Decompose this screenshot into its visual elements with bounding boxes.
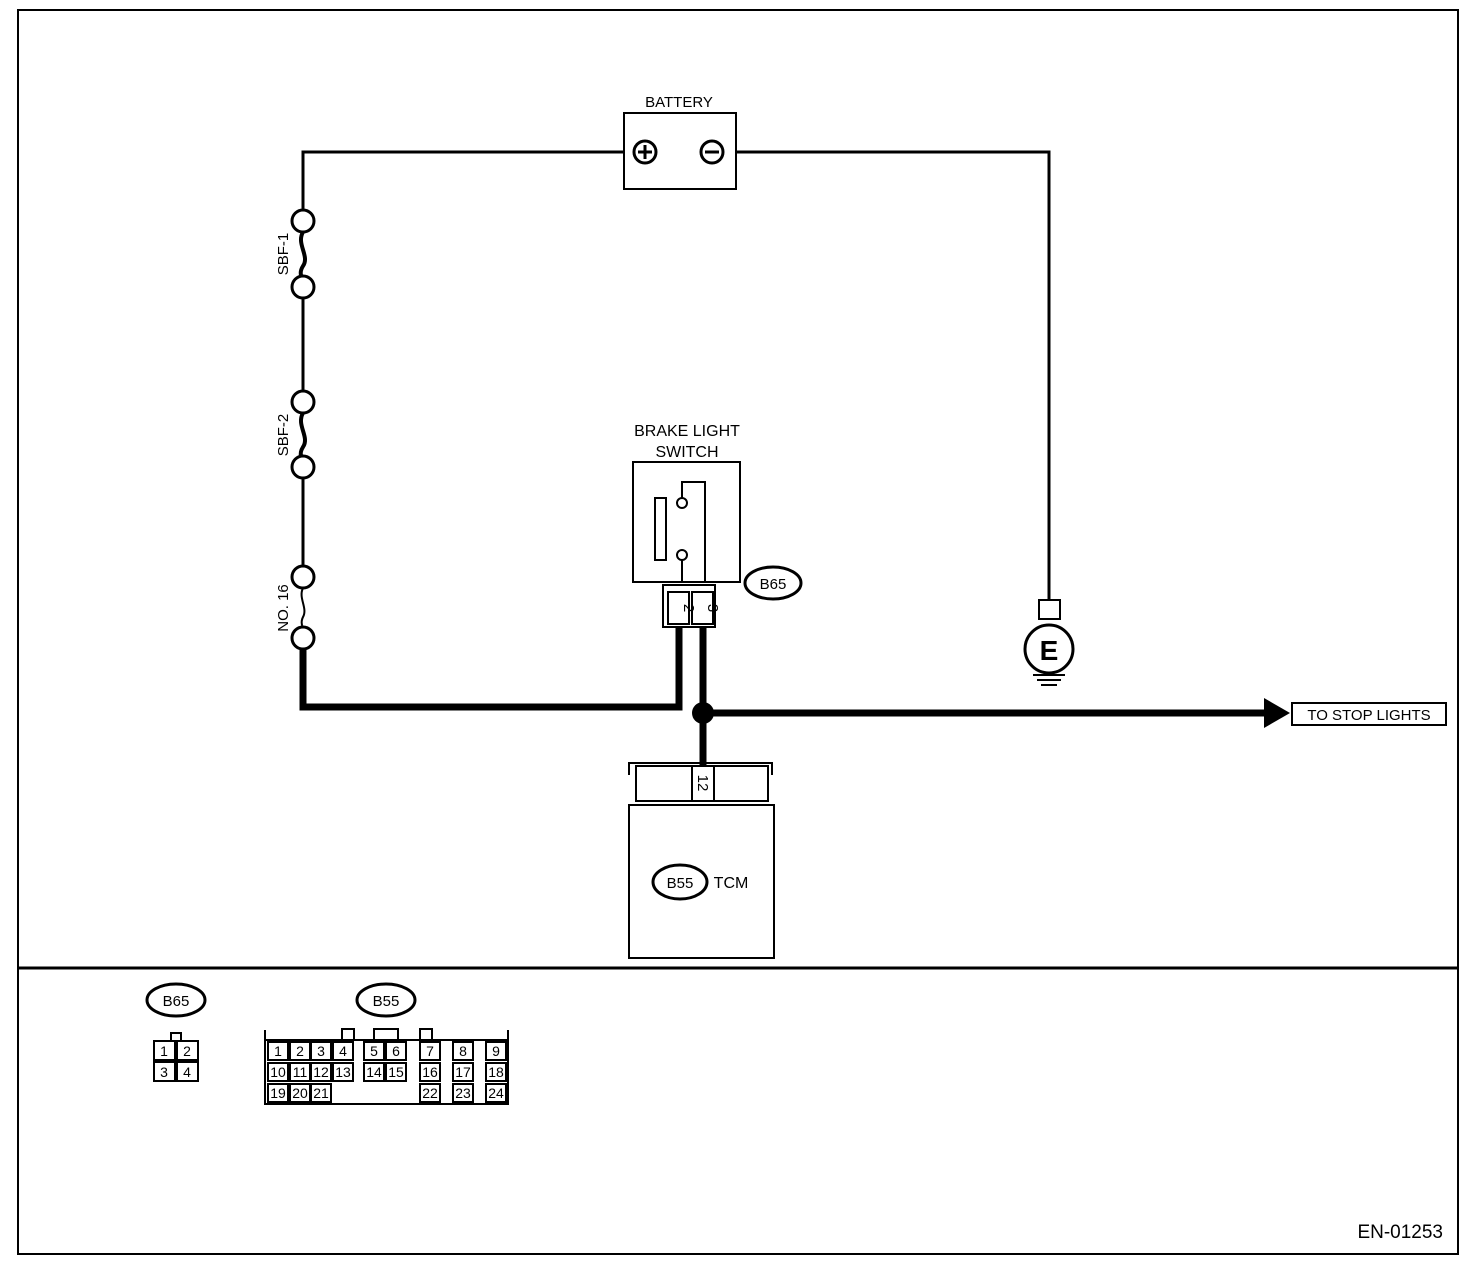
ground-label: E bbox=[1040, 635, 1059, 666]
b55-pin-cell bbox=[310, 1083, 332, 1103]
b55-pin-cell bbox=[419, 1062, 441, 1082]
b55-pin-cell bbox=[485, 1062, 507, 1082]
b55-pin-cell bbox=[267, 1083, 289, 1103]
svg-text:3: 3 bbox=[704, 604, 721, 612]
b55-pin-label: 24 bbox=[488, 1085, 504, 1101]
b55-pin-label: 1 bbox=[274, 1043, 282, 1059]
b55-pin-cell bbox=[332, 1041, 354, 1061]
b55-pin-cell bbox=[267, 1062, 289, 1082]
tcm-connector-badge bbox=[651, 863, 709, 901]
b55-pin-cell bbox=[452, 1083, 474, 1103]
b55-pin-label: 12 bbox=[313, 1064, 329, 1080]
b55-pin-label: 14 bbox=[366, 1064, 382, 1080]
wire-battery-positive bbox=[301, 150, 647, 212]
b55-pin-label: 17 bbox=[455, 1064, 471, 1080]
svg-text:4: 4 bbox=[183, 1064, 191, 1080]
switch-plunger bbox=[654, 497, 667, 561]
ground-circle bbox=[1023, 623, 1075, 675]
connector-b55-label: B55 bbox=[373, 993, 400, 1010]
b55-pin-cell bbox=[385, 1041, 407, 1061]
b55-pin-cell bbox=[452, 1062, 474, 1082]
b55-pin-label: 2 bbox=[296, 1043, 304, 1059]
b55-pin-label: 16 bbox=[422, 1064, 438, 1080]
b55-pin-label: 10 bbox=[270, 1064, 286, 1080]
tcm-module: 12 B55 TCM bbox=[628, 762, 775, 959]
b55-pin-label: 21 bbox=[313, 1085, 329, 1101]
stop-lights-label-box: TO STOP LIGHTS bbox=[1291, 702, 1447, 726]
wire-fuse-to-switch bbox=[299, 620, 683, 711]
b55-pin-label: 9 bbox=[492, 1043, 500, 1059]
fuse-no16-label: NO. 16 bbox=[275, 584, 292, 632]
switch-label-line2: SWITCH bbox=[655, 444, 718, 461]
tcm-label: TCM bbox=[714, 875, 749, 892]
b55-pin-label: 18 bbox=[488, 1064, 504, 1080]
battery: BATTERY bbox=[623, 94, 737, 190]
b55-pin-cell bbox=[452, 1041, 474, 1061]
b55-pin-cell bbox=[310, 1062, 332, 1082]
b55-pin-label: 20 bbox=[292, 1085, 308, 1101]
b55-pin-label: 13 bbox=[335, 1064, 351, 1080]
b55-pin-label: 15 bbox=[388, 1064, 404, 1080]
ground-point: E bbox=[1023, 599, 1075, 686]
b55-pin-label: 23 bbox=[455, 1085, 471, 1101]
battery-label: BATTERY bbox=[645, 94, 713, 111]
b55-pin-cell bbox=[485, 1083, 507, 1103]
svg-text:2: 2 bbox=[680, 604, 697, 612]
wire-battery-negative bbox=[710, 150, 1051, 602]
tcm-connector-id: B55 bbox=[667, 875, 694, 892]
fuse-no16: NO. 16 bbox=[275, 564, 316, 651]
b55-pin-label: 11 bbox=[293, 1064, 308, 1080]
b55-pin-label: 7 bbox=[426, 1043, 434, 1059]
b55-pin-cell bbox=[310, 1041, 332, 1061]
switch-connector-id: B65 bbox=[760, 576, 787, 593]
b55-pin-label: 19 bbox=[270, 1085, 286, 1101]
connector-b65-face: B65 1 2 3 4 bbox=[145, 982, 207, 1082]
svg-text:3: 3 bbox=[160, 1064, 168, 1080]
b55-pin-label: 6 bbox=[392, 1043, 400, 1059]
switch-body bbox=[632, 461, 741, 583]
stop-lights-label: TO STOP LIGHTS bbox=[1307, 707, 1430, 724]
svg-text:12: 12 bbox=[694, 775, 711, 792]
junction-dot bbox=[692, 702, 714, 724]
b55-pin-label: 22 bbox=[422, 1085, 438, 1101]
switch-connector-badge bbox=[743, 565, 803, 601]
switch-label-line1: BRAKE LIGHT bbox=[634, 423, 740, 440]
fuse-sbf1: SBF-1 bbox=[275, 208, 316, 300]
figure-id: EN-01253 bbox=[1357, 1222, 1443, 1243]
diagram-frame bbox=[17, 9, 1459, 1255]
tcm-pin-12 bbox=[691, 765, 715, 802]
svg-text:1: 1 bbox=[160, 1043, 168, 1059]
fuse-sbf1-label: SBF-1 bbox=[275, 233, 292, 276]
b55-pin-cell bbox=[419, 1083, 441, 1103]
b55-pin-cell bbox=[419, 1041, 441, 1061]
b55-pin-label: 8 bbox=[459, 1043, 467, 1059]
arrow-to-stop-lights bbox=[1264, 698, 1290, 728]
b55-pin-label: 4 bbox=[339, 1043, 347, 1059]
b55-pin-cell bbox=[363, 1062, 385, 1082]
b55-pin-label: 5 bbox=[370, 1043, 378, 1059]
b55-pin-cell bbox=[267, 1041, 289, 1061]
b55-pin-cell bbox=[385, 1062, 407, 1082]
switch-pin-2 bbox=[667, 591, 690, 625]
svg-text:2: 2 bbox=[183, 1043, 191, 1059]
b55-pin-cell bbox=[363, 1041, 385, 1061]
b55-pin-cell bbox=[485, 1041, 507, 1061]
switch-pin-3 bbox=[691, 591, 714, 625]
brake-light-switch: BRAKE LIGHT SWITCH 2 3 B65 bbox=[632, 423, 803, 628]
fuse-sbf2: SBF-2 bbox=[275, 389, 316, 480]
b55-pin-label: 3 bbox=[317, 1043, 325, 1059]
connector-b65-label: B65 bbox=[163, 993, 190, 1010]
fuse-sbf2-label: SBF-2 bbox=[275, 414, 292, 457]
b55-pin-cell bbox=[332, 1062, 354, 1082]
